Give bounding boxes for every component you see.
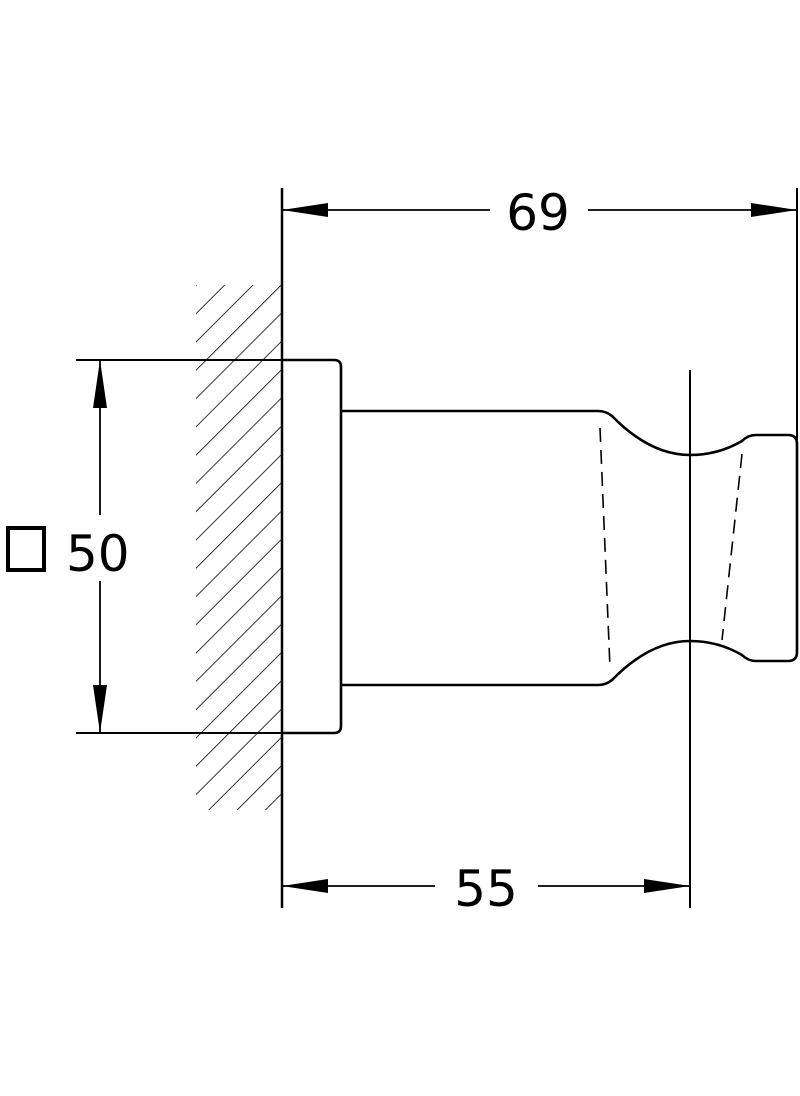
- dimension-square-size: 50: [6, 360, 145, 733]
- wall-hatching: [196, 285, 282, 810]
- holder-body: [341, 409, 799, 687]
- hidden-line-right: [721, 453, 743, 641]
- square-symbol-icon: [6, 526, 46, 572]
- dimension-projection-length: 55: [282, 860, 690, 918]
- hidden-line-left: [599, 427, 611, 669]
- wall-plate: [282, 358, 343, 735]
- dimension-overall-length: 69: [282, 184, 797, 242]
- overall-length-label: 69: [506, 184, 570, 242]
- projection-length-label: 55: [454, 860, 518, 918]
- square-size-label: 50: [66, 525, 130, 583]
